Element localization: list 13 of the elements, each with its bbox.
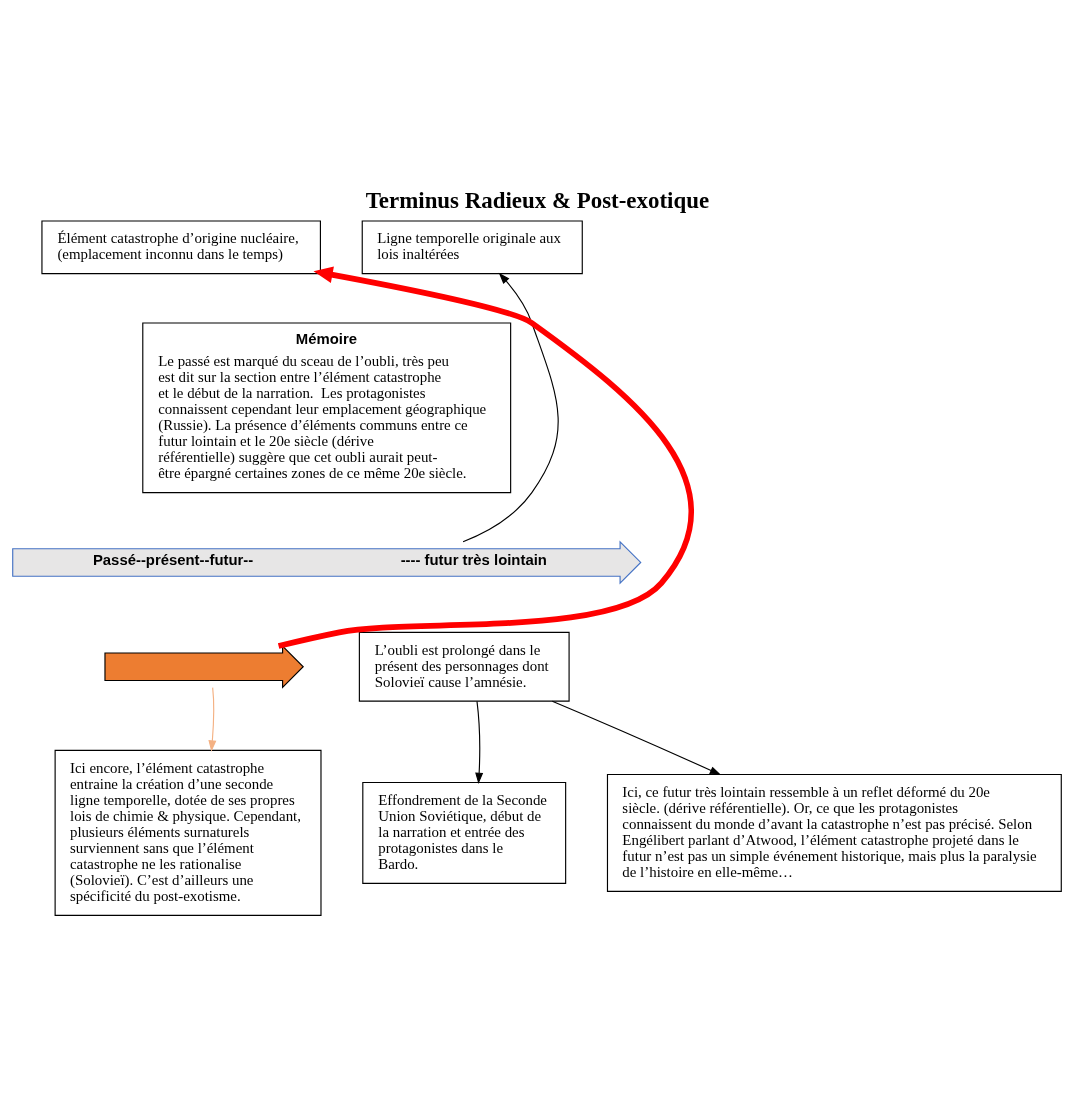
node-box: Ici encore, l’élément catastrophe entraine la création d’une seconde ligne temporelle, dotée de ses propres lois de chimie & physique. Cependant, plusieurs éléments surnaturels surviennent sans que l’élément catastrophe ne les rationalise (Solovieï). C’est d’ailleurs une spécificité du post-exotisme. bbox=[54, 749, 322, 916]
node-box: Élément catastrophe d’origine nucléaire, (emplacement inconnu dans le temps) bbox=[41, 219, 321, 274]
node-box: Effondrement de la Seconde Union Soviétique, début de la narration et entrée des protagonistes dans le Bardo. bbox=[362, 781, 567, 884]
node-box: Ici, ce futur très lointain ressemble à un reflet déformé du 20e siècle. (dérive référentielle). Or, ce que les protagonistes connaissent du monde d’avant la catastrophe n’est pas précisé. Selon Engélibert parlant d’Atwood, l’élément catastrophe projeté dans le futur n’est pas un simple événement historique, mais plus la paralysie de l’histoire en elle-même… bbox=[606, 773, 1062, 892]
node-box: Ligne temporelle originale aux lois inaltérées bbox=[361, 219, 583, 274]
node-box: Mémoire Le passé est marqué du sceau de l’oubli, très peu est dit sur la section entre l’élément catastrophe et le début de la narration. Les protagonistes connaissent cependant leur emplacement géographique (Russie). La présence d’éléments communs entre ce futur lointain et le 20e siècle (dérive référentielle) suggère que cet oubli aurait peut-être épargné certaines zones de ce même 20e siècle. bbox=[142, 321, 512, 493]
arrow bbox=[462, 272, 559, 542]
arrow bbox=[551, 700, 722, 775]
arrow bbox=[277, 266, 695, 649]
diagram-title: Terminus Radieux & Post-exotique bbox=[365, 187, 710, 213]
arrow bbox=[475, 700, 484, 784]
arrow bbox=[208, 686, 217, 752]
node-box: L’oubli est prolongé dans le présent des personnages dont Solovieï cause l’amnésie. bbox=[358, 631, 570, 702]
